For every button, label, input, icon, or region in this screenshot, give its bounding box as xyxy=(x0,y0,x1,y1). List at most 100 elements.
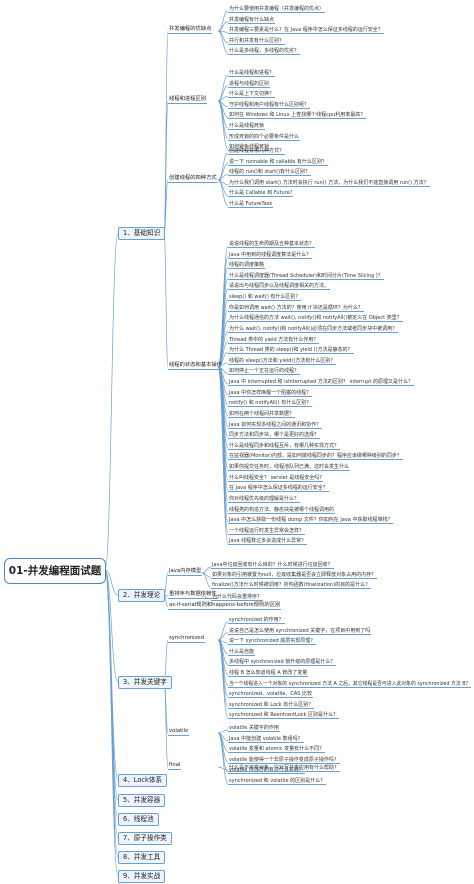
leaf-topic[interactable]: 线程 B 怎么知道线程 A 修改了变量 xyxy=(228,670,309,677)
connector xyxy=(217,729,229,734)
leaf-topic[interactable]: 如果你提交任务时，线程池队列已满，这时会发生什么 xyxy=(228,464,351,472)
subtopic[interactable]: 创建线程的四种方式 xyxy=(168,175,218,183)
branch-topic[interactable]: 9、并发实战 xyxy=(118,870,166,883)
leaf-topic[interactable]: 说一下 synchronized 底层实现原理？ xyxy=(228,638,317,646)
leaf-topic[interactable]: 为什么 Thread 类的 sleep()和 yield ()方法是静态的？ xyxy=(228,347,354,355)
leaf-topic[interactable]: 说说自己是怎么使用 synchronized 关键字，在项目中用到了吗 xyxy=(228,627,372,635)
leaf-topic[interactable]: 什么叫线程安全？ servlet 是线程安全吗? xyxy=(228,474,323,482)
leaf-topic[interactable]: 为什么我们调用 start() 方法时会执行 run() 方法，为什么我们不能直… xyxy=(228,179,430,187)
leaf-topic[interactable]: 什么是不可变对象，它对写并发应用有什么帮助？ xyxy=(228,765,341,772)
leaf-topic[interactable]: 形成死锁的四个必要条件是什么 xyxy=(228,133,301,141)
leaf-topic[interactable]: 你是如何调用 wait() 方法的？使用 if 块还是循环？为什么？ xyxy=(228,304,364,312)
leaf-topic[interactable]: 请说出与线程同步以及线程调度相关的方法。 xyxy=(228,283,331,291)
leaf-topic[interactable]: 什么是自旋 xyxy=(228,648,256,656)
leaf-topic[interactable]: 什么是多线程，多线程的优劣？ xyxy=(228,48,301,56)
leaf-topic[interactable]: notify() 和 notifyAll() 有什么区别？ xyxy=(228,400,313,408)
leaf-topic[interactable]: finalize()方法什么时候被调用？析构函数(finalization)的目… xyxy=(211,582,372,590)
subtopic[interactable]: 重排序与数据依赖性 xyxy=(168,591,218,599)
subtopic[interactable]: 并发编程的优缺点 xyxy=(168,26,213,34)
leaf-topic[interactable]: 在 Java 程序中怎么保证多线程的运行安全？ xyxy=(228,485,329,493)
leaf-topic[interactable]: 如何在 Windows 和 Linux 上查找哪个线程cpu利用率最高？ xyxy=(228,112,367,120)
leaf-topic[interactable]: Java 中 interrupted 和 isInterrupted 方法的区别… xyxy=(228,379,415,387)
branch-topic[interactable]: 3、并发关键字 xyxy=(118,676,172,689)
leaf-topic[interactable]: Java 中能创建 volatile 数组吗？ xyxy=(228,735,304,743)
leaf-topic[interactable]: 在监视器(Monitor)内部，是如何做线程同步的？程序应该做哪种级别的同步？ xyxy=(228,453,403,461)
leaf-topic[interactable]: 你对线程优先级的理解是什么？ xyxy=(228,495,301,503)
leaf-topic[interactable]: synchronized 和 ReentrantLock 区别是什么？ xyxy=(228,712,340,720)
leaf-topic[interactable]: 为什么代码会重排序？ xyxy=(211,594,264,601)
connector xyxy=(217,732,229,784)
leaf-topic[interactable]: 当一个线程进入一个对象的 synchronized 方法 A 之后，其它线程是否… xyxy=(228,680,472,688)
branch-topic[interactable]: 6、线程池 xyxy=(118,813,159,826)
connector xyxy=(163,681,169,768)
connector xyxy=(217,10,229,32)
leaf-topic[interactable]: 如何在两个线程间共享数据？ xyxy=(228,410,296,418)
leaf-topic[interactable]: 什么是 Callable 和 Future? xyxy=(228,190,294,198)
subtopic[interactable]: synchronized xyxy=(168,635,206,643)
subtopic[interactable]: volatile xyxy=(168,728,190,736)
subtopic[interactable]: as-if-serial规则和happens-before规则的区别 xyxy=(168,602,282,610)
leaf-topic[interactable]: Java 如何实现多线程之间的通讯和协作？ xyxy=(228,421,323,429)
leaf-topic[interactable]: 什么是线程调度器(Thread Scheduler)和时间分片(Time Sli… xyxy=(228,272,384,280)
leaf-topic[interactable]: sleep() 和 wait() 有什么区别？ xyxy=(228,294,302,302)
leaf-topic[interactable]: synchronized 和 volatile 的区别是什么？ xyxy=(228,778,327,785)
leaf-topic[interactable]: 并行和并发有什么区别？ xyxy=(228,37,286,45)
branch-topic[interactable]: 4、Lock体系 xyxy=(118,774,168,787)
leaf-topic[interactable]: Java 中你怎样唤醒一个阻塞的线程？ xyxy=(228,389,313,397)
leaf-topic[interactable]: 什么是上下文切换？ xyxy=(228,91,276,99)
subtopic[interactable]: final xyxy=(168,762,182,770)
leaf-topic[interactable]: 并发编程三要素是什么？在 Java 程序中怎么保证多线程的运行安全？ xyxy=(228,27,384,35)
connector xyxy=(201,572,212,588)
leaf-topic[interactable]: 为什么 wait(), notify()和 notifyAll()必须在同步方法… xyxy=(228,325,399,333)
connector xyxy=(104,232,119,571)
leaf-topic[interactable]: 如何避免线程死锁 xyxy=(228,144,271,152)
leaf-topic[interactable]: 为什么要使用并发编程（并发编程的优点） xyxy=(228,6,326,13)
branch-topic[interactable]: 7、原子操作类 xyxy=(118,832,172,845)
root-topic[interactable]: 01-并发编程面试题 xyxy=(4,558,106,584)
leaf-topic[interactable]: 并发编程有什么缺点 xyxy=(228,16,276,24)
leaf-topic[interactable]: Thread 类中的 yield 方法有什么作用？ xyxy=(228,336,320,344)
leaf-topic[interactable]: 多线程中 synchronized 锁升级的原理是什么？ xyxy=(228,659,337,667)
leaf-topic[interactable]: 什么是线程和进程？ xyxy=(228,70,276,77)
connector xyxy=(104,569,119,596)
leaf-topic[interactable]: 什么是线程死锁 xyxy=(228,123,266,130)
leaf-topic[interactable]: synchronized 的作用？ xyxy=(228,617,285,624)
leaf-topic[interactable]: 如果对象的引用被置为null，垃圾收集器是否会立即释放对象占用的内存？ xyxy=(211,572,378,580)
leaf-topic[interactable]: 说一下 runnable 和 callable 有什么区别？ xyxy=(228,158,328,166)
leaf-topic[interactable]: 为什么线程通信的方法 wait(), notify()和 notifyAll()… xyxy=(228,315,403,323)
leaf-topic[interactable]: volatile 能使得一个非原子操作变成原子操作吗？ xyxy=(228,756,340,764)
leaf-topic[interactable]: volatile 关键字的作用 xyxy=(228,725,280,732)
leaf-topic[interactable]: 线程类的构造方法、静态块是被哪个线程调用的 xyxy=(228,506,336,514)
branch-topic[interactable]: 1、基础知识 xyxy=(118,227,166,240)
leaf-topic[interactable]: volatile 变量和 atomic 变量有什么不同？ xyxy=(228,746,326,754)
leaf-topic[interactable]: Java 中怎么获取一份线程 dump 文件？你如何在 Java 中获取线程堆栈… xyxy=(228,517,394,525)
subtopic[interactable]: 线程的状态和基本操作 xyxy=(168,362,223,370)
leaf-topic[interactable]: synchronized 和 Lock 有什么区别？ xyxy=(228,701,315,709)
branch-topic[interactable]: 2、并发理论 xyxy=(118,589,166,602)
leaf-topic[interactable]: 说说线程的生命周期及五种基本状态？ xyxy=(228,241,316,248)
connector xyxy=(104,569,119,877)
leaf-topic[interactable]: 什么是线程同步和线程互斥，有哪几种实现方式？ xyxy=(228,442,341,450)
connector xyxy=(217,152,229,181)
connector xyxy=(104,569,119,683)
subtopic[interactable]: Java内存模型 xyxy=(168,568,203,576)
leaf-topic[interactable]: Java 中用到的线程调度算法是什么？ xyxy=(228,251,313,259)
leaf-topic[interactable]: 如何停止一个正在运行的线程？ xyxy=(228,368,301,376)
leaf-topic[interactable]: 一个线程运行时发生异常会怎样？ xyxy=(228,527,306,535)
leaf-topic[interactable]: 线程的调度策略 xyxy=(228,262,266,270)
leaf-topic[interactable]: 创建线程有哪几种方式？ xyxy=(228,148,286,155)
leaf-topic[interactable]: Java 线程数过多会造成什么异常？ xyxy=(228,538,308,546)
leaf-topic[interactable]: 线程的 sleep()方法和 yield()方法有什么区别？ xyxy=(228,357,337,365)
leaf-topic[interactable]: 什么是 FutureTask xyxy=(228,201,274,208)
branch-topic[interactable]: 8、并发工具 xyxy=(118,851,166,864)
leaf-topic[interactable]: Java中垃圾回收有什么目的？什么时候进行垃圾回收？ xyxy=(211,562,334,569)
leaf-topic[interactable]: volatile 修饰符的有过什么实践？ xyxy=(228,767,305,775)
subtopic[interactable]: 线程和进程区别 xyxy=(168,96,208,104)
leaf-topic[interactable]: 同步方法和同步块，哪个是更好的选择？ xyxy=(228,432,321,440)
leaf-topic[interactable]: 进程与线程的区别 xyxy=(228,80,271,88)
branch-topic[interactable]: 5、并发容器 xyxy=(118,794,166,807)
leaf-topic[interactable]: 线程的 run()和 start()有什么区别？ xyxy=(228,169,312,177)
leaf-topic[interactable]: synchronized、volatile、CAS 比较 xyxy=(228,691,314,699)
leaf-topic[interactable]: 守护线程和用户线程有什么区别呢？ xyxy=(228,101,311,109)
connector xyxy=(163,232,169,368)
